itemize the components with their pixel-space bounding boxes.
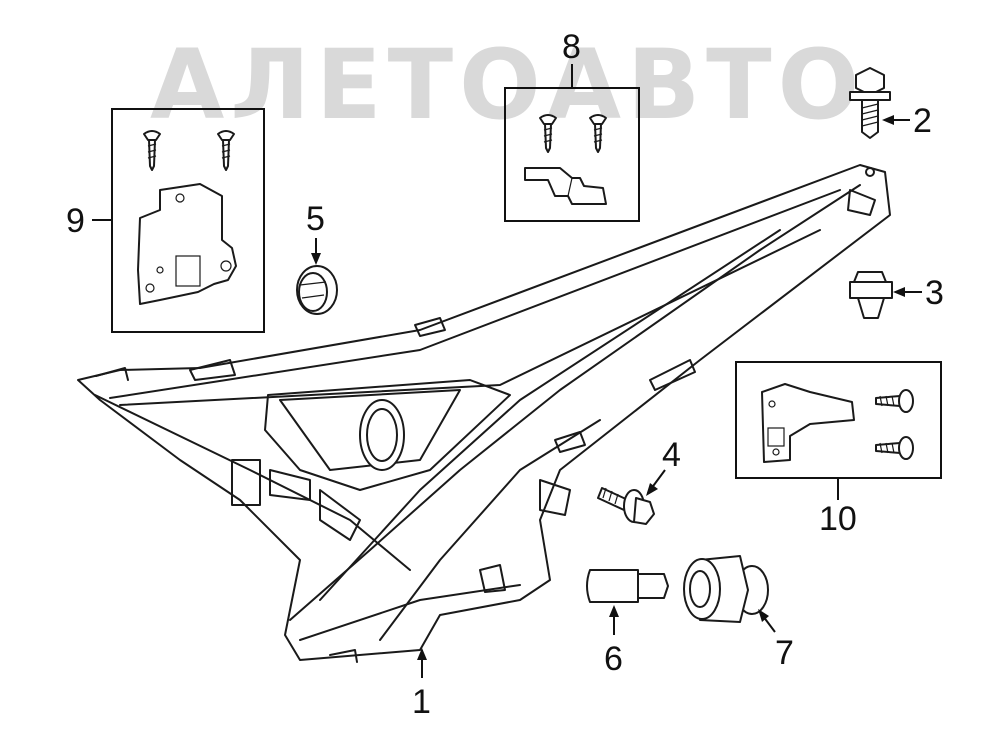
screw-icon[interactable] — [217, 130, 235, 171]
screw-icon[interactable] — [539, 114, 557, 153]
arrow-7 — [758, 609, 769, 622]
arrow-6 — [609, 605, 619, 617]
callout-4: 4 — [662, 436, 681, 474]
arrow-5 — [311, 253, 321, 265]
bracket-icon[interactable] — [524, 167, 607, 205]
screw-icon[interactable] — [589, 114, 607, 153]
socket-icon[interactable] — [683, 555, 769, 623]
flange-bolt-icon[interactable] — [597, 487, 655, 525]
grommet-icon[interactable] — [296, 265, 338, 315]
watermark-logo: АЛЕТОАВТО — [150, 29, 865, 141]
callout-8: 8 — [562, 28, 581, 66]
callout-3: 3 — [925, 274, 944, 312]
callout-7: 7 — [775, 634, 794, 672]
bracket-icon[interactable] — [137, 183, 237, 305]
screw-icon[interactable] — [875, 436, 914, 460]
clip-icon[interactable] — [849, 271, 893, 319]
callout-1: 1 — [412, 683, 431, 721]
callout-2: 2 — [913, 102, 932, 140]
bolt-icon[interactable] — [849, 67, 891, 139]
arrow-3 — [893, 287, 905, 297]
screw-icon[interactable] — [143, 130, 161, 171]
callout-5: 5 — [306, 200, 325, 238]
callout-6: 6 — [604, 640, 623, 678]
headlamp-assembly-icon[interactable] — [77, 164, 891, 663]
callout-10: 10 — [819, 500, 857, 538]
bulb-icon[interactable] — [586, 569, 669, 603]
arrow-1 — [417, 648, 427, 660]
arrow-2 — [882, 115, 894, 125]
callout-9: 9 — [66, 202, 85, 240]
bracket-icon[interactable] — [761, 383, 855, 463]
arrow-4 — [646, 483, 658, 496]
screw-icon[interactable] — [875, 389, 914, 413]
